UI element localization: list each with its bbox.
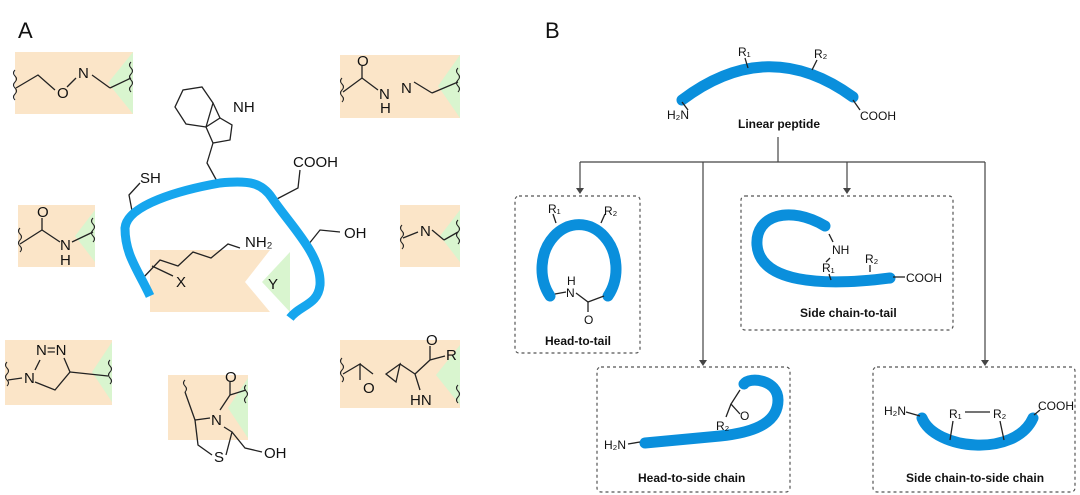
htt-o: O	[584, 313, 593, 327]
htsc-h2n: H₂N	[604, 438, 626, 452]
hydrazone-linkage: O N H N	[339, 53, 461, 118]
amine-label: NH₂	[245, 234, 273, 251]
htt-r2: R₂	[604, 204, 618, 218]
sctt-nh: NH	[832, 243, 849, 257]
aziridine-r: R	[446, 347, 457, 364]
linear-cooh: COOH	[860, 109, 896, 123]
thiazolidine-o: O	[225, 369, 237, 386]
thiazolidine-linkage: O N S OH	[168, 369, 287, 466]
side-chain-to-tail-backbone	[751, 209, 896, 288]
hydroxyl-label: OH	[344, 225, 367, 242]
htt-h: H	[567, 274, 576, 288]
hydrazone-o: O	[357, 53, 369, 70]
panel-a: A X Y SH NH COOH NH₂ OH	[4, 18, 461, 466]
sctt-r1: R₁	[822, 261, 835, 275]
side-chain-to-side-chain-title: Side chain-to-side chain	[906, 471, 1044, 485]
imine-linkage: N	[399, 205, 461, 267]
peptide-backbone	[120, 177, 325, 322]
x-block	[150, 250, 270, 312]
y-block	[262, 252, 290, 312]
xy-linker: X Y	[150, 250, 290, 312]
oxime-o: O	[57, 85, 69, 102]
y-label: Y	[268, 276, 278, 293]
thiazolidine-oh: OH	[264, 445, 287, 462]
amide-h: H	[60, 252, 71, 269]
triazole-linkage: N=N N	[4, 340, 113, 405]
amide-linkage: O N H	[17, 204, 96, 269]
head-to-side-chain-title: Head-to-side chain	[638, 471, 745, 485]
thiol-label: SH	[140, 170, 161, 187]
scsc-r2: R₂	[993, 407, 1007, 421]
triazole-nn: N=N	[36, 342, 66, 359]
scsc-h2n: H₂N	[884, 404, 906, 418]
hydrazone-h: H	[380, 100, 391, 117]
x-label: X	[176, 274, 186, 291]
aziridine-o2: O	[426, 332, 438, 349]
head-to-side-chain-box: H₂N O R₂ Head-to-side chain	[596, 366, 791, 493]
scsc-cooh: COOH	[1038, 399, 1074, 413]
triazole-n: N	[24, 370, 35, 387]
scsc-r1: R₁	[949, 407, 962, 421]
sctt-r2: R₂	[865, 252, 879, 266]
head-to-tail-box: H N O R₁ R₂ Head-to-tail	[514, 195, 641, 354]
linear-peptide: H₂N COOH R₁ R₂ Linear peptide	[667, 45, 896, 131]
aziridine-hn: HN	[410, 392, 432, 409]
indole-nh-label: NH	[233, 99, 255, 116]
hydrazone-n1: N	[379, 86, 390, 103]
panel-a-label: A	[18, 18, 33, 43]
amide-o: O	[37, 204, 49, 221]
oxime-linkage: O N	[12, 52, 134, 114]
htsc-o: O	[740, 409, 749, 423]
htt-n: N	[566, 286, 575, 300]
linear-r2: R₂	[814, 47, 828, 61]
head-to-side-chain-backbone	[639, 374, 784, 449]
aziridine-linkage: O O R HN	[339, 332, 461, 409]
oxime-n: N	[78, 65, 89, 82]
flow-arrows	[576, 137, 989, 366]
linear-peptide-backbone	[676, 61, 859, 106]
side-chain-to-tail-title: Side chain-to-tail	[800, 306, 897, 320]
side-chain-to-side-chain-box: H₂N R₁ R₂ COOH Side chain-to-side chain	[872, 366, 1076, 493]
panel-b: B H₂N COOH R₁ R₂ Linear peptide	[514, 18, 1076, 493]
aziridine-o: O	[363, 380, 375, 397]
side-chains: SH NH COOH NH₂ OH	[128, 86, 367, 279]
linear-peptide-title: Linear peptide	[738, 117, 820, 131]
htsc-r2: R₂	[716, 419, 730, 433]
amide-n: N	[60, 237, 71, 254]
panel-b-label: B	[545, 18, 560, 43]
side-chain-to-side-chain-backbone	[916, 412, 1039, 451]
head-to-tail-backbone	[536, 219, 622, 302]
side-chain-to-tail-box: NH R₁ R₂ COOH Side chain-to-tail	[740, 195, 954, 331]
linear-h2n: H₂N	[667, 108, 689, 122]
sctt-cooh: COOH	[906, 271, 942, 285]
hydrazone-n2: N	[401, 80, 412, 97]
imine-n: N	[420, 223, 431, 240]
thiazolidine-s: S	[214, 449, 224, 466]
thiazolidine-n: N	[211, 412, 222, 429]
head-to-tail-title: Head-to-tail	[545, 334, 611, 348]
htt-r1: R₁	[548, 202, 561, 216]
linear-r1: R₁	[738, 45, 751, 59]
carboxyl-label: COOH	[293, 154, 338, 171]
